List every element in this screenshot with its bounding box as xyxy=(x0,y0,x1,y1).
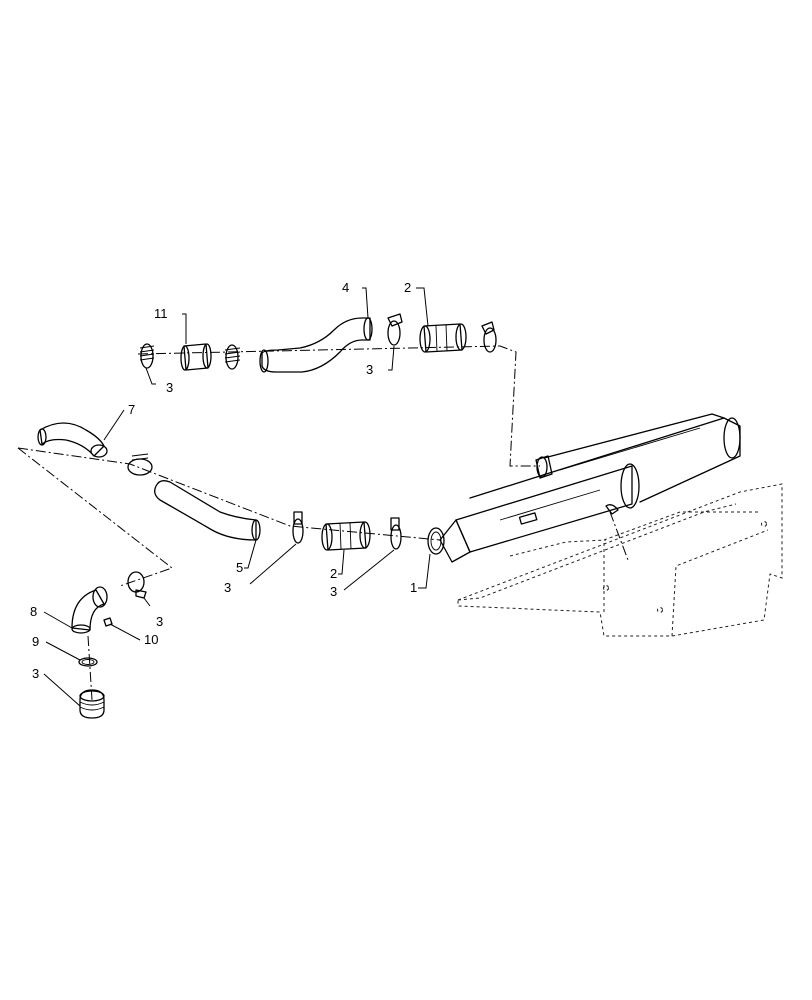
hose-clamp-upper-left xyxy=(139,343,155,369)
callout-3: 3 xyxy=(366,362,373,377)
callout-7: 8 xyxy=(30,604,37,619)
tube-part-4 xyxy=(259,317,373,373)
callout-9: 9 xyxy=(32,634,39,649)
mounting-bracket-phantom xyxy=(457,483,783,637)
hose-clamp-middle-5 xyxy=(292,511,304,544)
o-ring-part-9 xyxy=(78,657,98,667)
callout-2: 2 xyxy=(404,280,411,295)
hose-clamp-upper-mid xyxy=(224,344,241,370)
assembly-centerlines xyxy=(17,345,629,701)
hose-clamp-middle-left xyxy=(127,453,153,476)
callout-3: 3 xyxy=(224,580,231,595)
callout-5: 5 xyxy=(236,560,243,575)
hose-part-11 xyxy=(180,343,212,371)
callout-2: 2 xyxy=(330,566,337,581)
hose-part-2-lower xyxy=(321,521,371,551)
hose-part-2-upper xyxy=(419,323,467,353)
hose-clamp-middle-2 xyxy=(390,517,402,550)
charge-air-cooler xyxy=(427,413,741,563)
elbow-part-6 xyxy=(37,422,108,458)
callout-3: 3 xyxy=(330,584,337,599)
callout-11: 11 xyxy=(154,306,168,321)
clamp-part-8 xyxy=(79,689,105,719)
tube-part-5 xyxy=(154,480,261,541)
callout-1: 1 xyxy=(410,580,417,595)
callouts: 11 3 4 3 2 7 5 3 2 3 1 3 8 10 9 3 xyxy=(30,280,417,681)
callout-6: 7 xyxy=(128,402,135,417)
plug-part-10 xyxy=(103,617,113,627)
callout-3: 3 xyxy=(166,380,173,395)
callout-4: 4 xyxy=(342,280,349,295)
callout-3: 3 xyxy=(156,614,163,629)
hose-clamp-lower xyxy=(127,571,147,599)
callout-10: 10 xyxy=(144,632,158,647)
leader-lines xyxy=(43,287,431,707)
elbow-part-7 xyxy=(71,586,108,634)
callout-8: 3 xyxy=(32,666,39,681)
hose-clamp-upper-right xyxy=(481,321,497,353)
hose-clamp-upper-3 xyxy=(387,313,403,346)
